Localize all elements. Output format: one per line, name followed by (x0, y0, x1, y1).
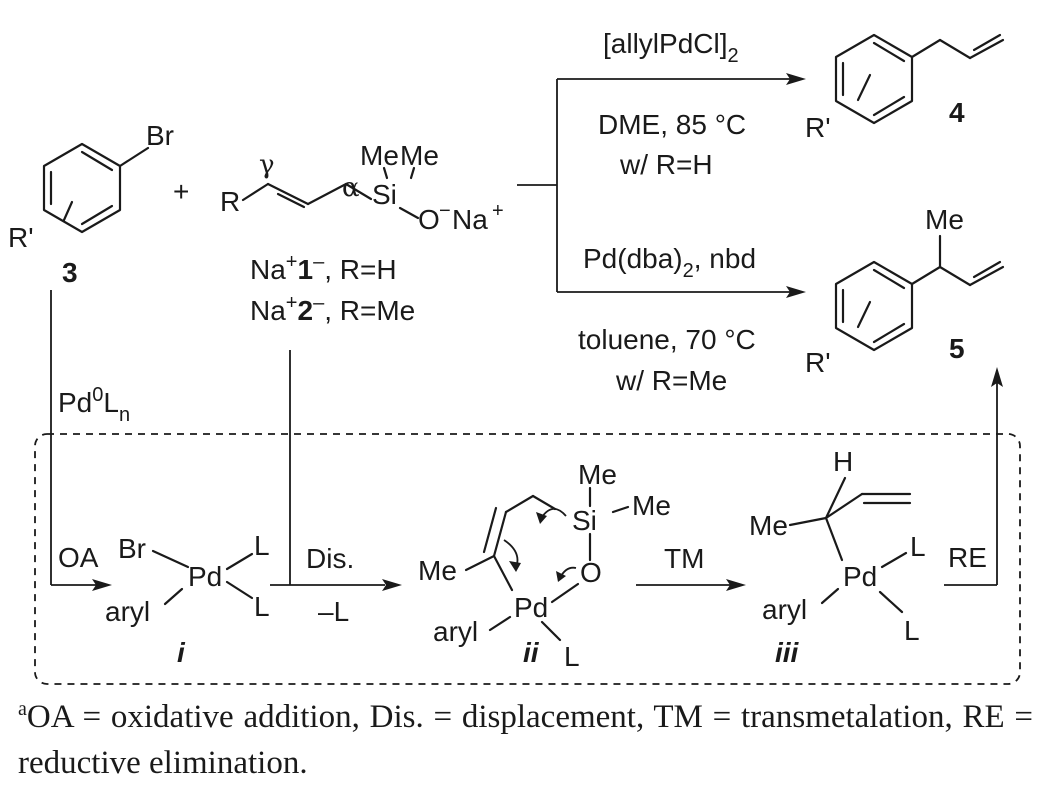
compound-label-2: Na+2–, R=Me (250, 292, 415, 326)
arrow-head (536, 512, 547, 524)
product-4: R' 4 (805, 33, 1005, 143)
r-prime-substituent: R' (805, 112, 831, 143)
product-5: Me R' 5 (805, 204, 1005, 378)
top-conditions-solvent: DME, 85 °C (598, 109, 746, 140)
ligand-label: L (254, 530, 270, 561)
methyl-label: Me (632, 490, 671, 521)
complex-ii: Me Pd O Si Me Me aryl L ii (418, 459, 671, 672)
palladium-label: Pd (188, 561, 222, 592)
ligand-label: L (564, 641, 580, 672)
compound-label-1: Na+1–, R=H (250, 251, 397, 285)
arrow-head (556, 571, 566, 582)
bromine-label: Br (146, 120, 174, 151)
arrow-head (786, 73, 806, 85)
arrow-head (726, 579, 746, 591)
ligand-label: L (910, 531, 926, 562)
footnote-marker: a (18, 698, 27, 720)
methyl-label: Me (925, 204, 964, 235)
palladium-label: Pd (843, 561, 877, 592)
aryl-bromide-3: Br R' 3 (8, 120, 174, 288)
sodium-label: Na (452, 204, 488, 235)
step-label-re: RE (948, 542, 987, 573)
allyl-silanolate: R γ α Me Me Si O − Na + Na+1–, R=H Na+2–… (220, 140, 504, 326)
arrow-head (92, 579, 112, 591)
footnote: aOA = oxidative addition, Dis. = displac… (18, 694, 1033, 786)
oxygen-label: O (418, 204, 440, 235)
compound-label-4: 4 (949, 97, 965, 128)
arrow-head (382, 579, 402, 591)
sodium-charge: + (492, 200, 504, 222)
plus-sign: + (173, 176, 189, 207)
oxygen-label: O (580, 557, 602, 588)
c-br-bond (118, 146, 150, 168)
arrow-head (991, 367, 1003, 387)
intermediate-label-i: i (177, 637, 186, 668)
bottom-catalyst: Pd(dba)2, nbd (583, 243, 756, 282)
top-conditions-substrate: w/ R=H (619, 149, 713, 180)
arrow-head (509, 561, 521, 572)
alpha-label: α (342, 173, 360, 203)
catalytic-cycle-frame (34, 433, 1021, 685)
silanolate-r-group: R (220, 186, 240, 217)
top-catalyst: [allylPdCl]2 (603, 28, 739, 67)
step-label-dis: Dis. (306, 543, 354, 574)
compound-label-5: 5 (949, 333, 965, 364)
catalyst-pd0: Pd0Ln (58, 384, 130, 426)
reaction-scheme: Br R' 3 + R γ α Me Me Si O − Na + Na+1–,… (8, 28, 1021, 685)
displacement-arrow (270, 350, 402, 591)
aryl-label: aryl (433, 616, 478, 647)
silicon-label: Si (372, 179, 397, 210)
r-prime-substituent: R' (805, 347, 831, 378)
step-label-minus-l: –L (318, 596, 349, 627)
methyl-label: Me (400, 140, 439, 171)
benzene-ring (834, 260, 914, 352)
palladium-label: Pd (514, 592, 548, 623)
bottom-conditions-substrate: w/ R=Me (615, 365, 727, 396)
complex-iii: H Me Pd L L aryl iii (749, 446, 926, 668)
methyl-label: Me (418, 555, 457, 586)
aryl-label: aryl (762, 594, 807, 625)
bromine-label: Br (118, 533, 146, 564)
intermediate-label-ii: ii (523, 637, 540, 668)
footnote-text: OA = oxidative addition, Dis. = displace… (18, 699, 1033, 781)
transmetalation-arrow (636, 579, 746, 591)
step-label-oa: OA (58, 542, 99, 573)
methyl-label: Me (578, 459, 617, 490)
bottom-conditions-solvent: toluene, 70 °C (578, 324, 756, 355)
aryl-label: aryl (105, 596, 150, 627)
hydrogen-label: H (833, 446, 853, 477)
gamma-label: γ (259, 150, 275, 180)
methyl-label: Me (360, 140, 399, 171)
ligand-label: L (254, 591, 270, 622)
reductive-elimination-arrow (944, 367, 1003, 586)
benzene-ring (42, 142, 122, 234)
r-prime-substituent: R' (8, 222, 34, 253)
compound-label-3: 3 (62, 257, 78, 288)
oxidative-addition-arrow (50, 290, 112, 591)
intermediate-label-iii: iii (775, 637, 800, 668)
complex-i: Br Pd L L aryl i (105, 530, 270, 668)
methyl-label: Me (749, 510, 788, 541)
oxygen-charge: − (439, 200, 451, 222)
arrow-head (786, 286, 806, 298)
step-label-tm: TM (664, 543, 704, 574)
benzene-ring (834, 33, 914, 125)
branch-arrows (517, 73, 806, 298)
ligand-label: L (904, 615, 920, 646)
silicon-label: Si (572, 505, 597, 536)
